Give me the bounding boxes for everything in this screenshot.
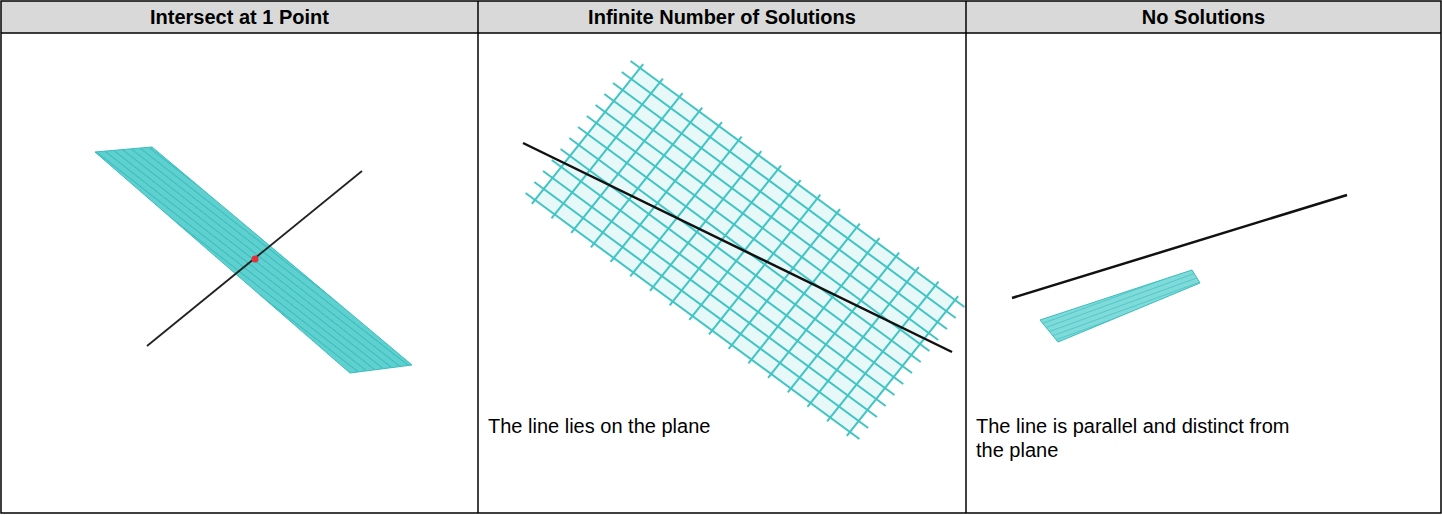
grid-line: [611, 122, 722, 262]
line: [523, 143, 952, 352]
grid-line: [552, 79, 663, 219]
grid-line: [709, 195, 820, 335]
grid-line: [847, 296, 958, 436]
line: [147, 171, 362, 346]
grid-line: [604, 94, 938, 340]
grid-line: [630, 137, 741, 277]
grid-line: [670, 166, 781, 306]
grid-line: [827, 282, 938, 422]
table-cell: The line is parallel and distinct from t…: [976, 414, 1306, 462]
table-header: Infinite Number of Solutions: [478, 5, 966, 29]
grid-line: [729, 209, 840, 349]
grid-line: [807, 267, 918, 407]
table-rule: [1, 32, 1441, 34]
line: [1012, 195, 1347, 298]
grid-line: [591, 108, 702, 248]
table-header: No Solutions: [966, 5, 1441, 29]
grid-line: [650, 151, 761, 291]
plane: [95, 147, 412, 373]
grid-line: [788, 253, 899, 393]
grid-line: [596, 105, 930, 351]
table-rule: [477, 1, 479, 513]
table-cell: The line lies on the plane: [488, 414, 948, 438]
table-header: Intersect at 1 Point: [1, 5, 478, 29]
header-row: [1, 1, 1441, 33]
intersection-point: [252, 256, 259, 263]
grid-line: [613, 83, 947, 329]
grid-line: [532, 64, 643, 204]
grid-line: [748, 224, 859, 364]
table-rule: [965, 1, 967, 513]
